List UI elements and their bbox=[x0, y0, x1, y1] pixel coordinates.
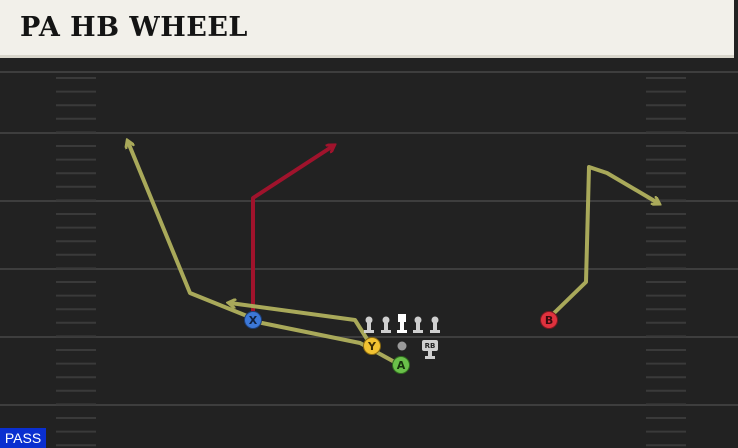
receiver-a[interactable]: A bbox=[392, 356, 410, 374]
lineman-icon bbox=[381, 316, 391, 333]
routes bbox=[128, 142, 658, 367]
play-title-bar: PA HB WHEEL bbox=[0, 0, 734, 58]
play-title: PA HB WHEEL bbox=[20, 12, 248, 43]
x-button-icon bbox=[244, 311, 262, 329]
lineman-icon bbox=[430, 316, 440, 333]
route-x-post bbox=[251, 146, 333, 320]
quarterback-icon bbox=[397, 341, 407, 351]
hash-marks bbox=[56, 77, 686, 447]
b-button-icon bbox=[540, 311, 558, 329]
offensive-line: RB bbox=[364, 314, 440, 359]
running-back-label: RB bbox=[425, 342, 436, 350]
lineman-icon bbox=[364, 316, 374, 333]
receiver-b[interactable]: B bbox=[540, 311, 558, 329]
route-b-out bbox=[547, 165, 658, 320]
route-y-drag bbox=[230, 303, 374, 349]
y-button-label: Y bbox=[367, 340, 377, 353]
receiver-y[interactable]: Y bbox=[363, 337, 381, 355]
route-a-flat bbox=[260, 321, 402, 367]
lineman-icon bbox=[413, 316, 423, 333]
x-button-label: X bbox=[249, 314, 258, 327]
a-button-icon bbox=[392, 356, 410, 374]
play-type-badge: PASS bbox=[0, 428, 46, 448]
b-button-label: B bbox=[545, 314, 553, 327]
receiver-x[interactable]: X bbox=[244, 311, 262, 329]
running-back-icon: RB bbox=[422, 340, 438, 359]
route-x-streak-left bbox=[128, 142, 254, 320]
yard-lines bbox=[0, 71, 738, 406]
a-button-label: A bbox=[397, 359, 406, 372]
play-field: RB X Y A B bbox=[0, 71, 738, 447]
y-button-icon bbox=[363, 337, 381, 355]
center-icon bbox=[397, 314, 407, 333]
